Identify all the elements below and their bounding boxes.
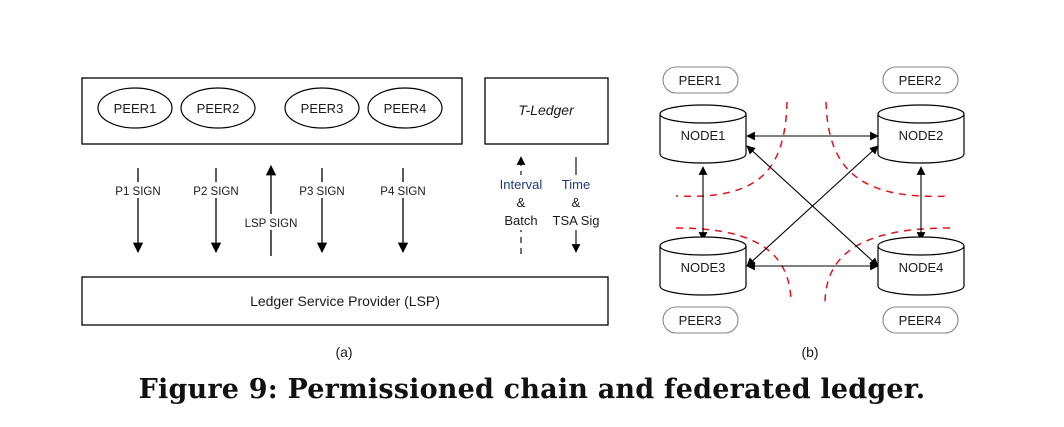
- node2-cylinder: NODE2: [877, 104, 965, 164]
- tsa-sig-label: TSA Sig: [553, 213, 600, 228]
- lsp-sign-bg: [236, 214, 306, 230]
- peer3-ellipse: [284, 87, 360, 129]
- t-ledger-label: T-Ledger: [518, 102, 575, 118]
- interval-batch-bg: [494, 175, 548, 230]
- node3-label: NODE3: [681, 260, 726, 275]
- link-node2-node3: [746, 145, 879, 267]
- peer4-label: PEER4: [384, 101, 427, 116]
- peer4-ellipse: [367, 87, 443, 129]
- p4-sign-label: P4 SIGN: [380, 186, 425, 198]
- peer1-pill-label: PEER1: [679, 73, 722, 88]
- time-amp: &: [572, 195, 581, 210]
- peer3-pill: [662, 306, 739, 334]
- t-ledger-box: [484, 77, 609, 145]
- p3-sign-label: P3 SIGN: [299, 186, 344, 198]
- node3-cylinder: NODE3: [659, 236, 747, 296]
- panel-b: PEER1 PEER2 PEER3 PEER4 NODE1 NODE2 NODE…: [659, 66, 965, 360]
- figure-diagram: PEER1 PEER2 PEER3 PEER4 T-Ledger P1 SIGN…: [81, 66, 965, 360]
- peer2-pill-label: PEER2: [899, 73, 942, 88]
- figure-caption: Figure 9: Permissioned chain and federat…: [138, 374, 926, 405]
- panel-a: PEER1 PEER2 PEER3 PEER4 T-Ledger P1 SIGN…: [81, 77, 609, 360]
- peer3-label: PEER3: [301, 101, 344, 116]
- node1-label: NODE1: [681, 128, 726, 143]
- sublabel-b: (b): [801, 344, 818, 360]
- p1-sign-label: P1 SIGN: [115, 186, 160, 198]
- node4-cylinder: NODE4: [877, 236, 965, 296]
- lsp-label: Ledger Service Provider (LSP): [250, 293, 440, 309]
- peer3-pill-label: PEER3: [679, 313, 722, 328]
- p3-sign-bg: [292, 182, 352, 198]
- peer2-pill: [882, 66, 959, 94]
- peer2-label: PEER2: [197, 101, 240, 116]
- peer1-pill: [662, 66, 739, 94]
- interval-label: Interval: [500, 177, 543, 192]
- lsp-box: [81, 276, 609, 326]
- node4-label: NODE4: [899, 260, 944, 275]
- peer1-ellipse: [97, 87, 173, 129]
- p2-sign-bg: [186, 182, 246, 198]
- batch-label: Batch: [504, 213, 537, 228]
- time-tsa-bg: [548, 175, 608, 230]
- node-links: [698, 131, 926, 271]
- peer2-ellipse: [180, 87, 256, 129]
- lsp-sign-label: LSP SIGN: [245, 218, 298, 230]
- peer4-pill-label: PEER4: [899, 313, 942, 328]
- node1-cylinder: NODE1: [659, 104, 747, 164]
- p4-sign-bg: [373, 182, 433, 198]
- sublabel-a: (a): [335, 344, 352, 360]
- interval-amp: &: [517, 195, 526, 210]
- p1-sign-bg: [108, 182, 168, 198]
- peer4-pill: [882, 306, 959, 334]
- node2-label: NODE2: [899, 128, 944, 143]
- time-label: Time: [562, 177, 590, 192]
- p2-sign-label: P2 SIGN: [193, 186, 238, 198]
- peer1-label: PEER1: [114, 101, 157, 116]
